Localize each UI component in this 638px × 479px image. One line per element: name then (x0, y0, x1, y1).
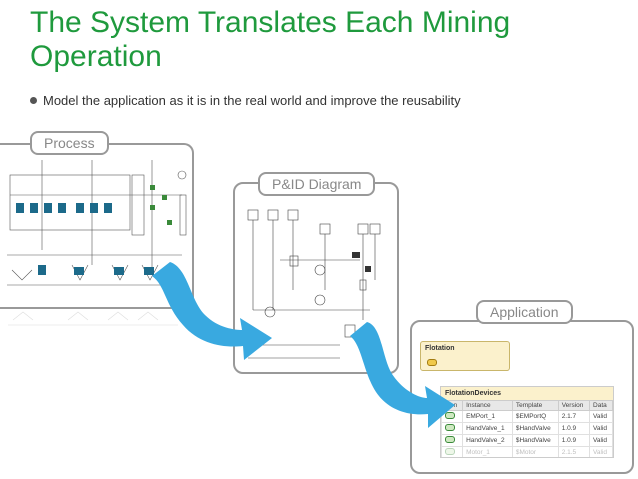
col-instance[interactable]: Instance (462, 400, 513, 411)
instance-cell: HandValve_1 (462, 422, 513, 435)
data-cell: Valid (589, 434, 613, 447)
col-version[interactable]: Version (557, 400, 591, 411)
table-row[interactable]: HandValve_2 $HandValve 1.0.9 Valid (441, 434, 613, 447)
instance-cell: EMPort_1 (462, 410, 513, 423)
table-row[interactable]: Motor_1 $Motor 2.1.5 Valid (441, 446, 613, 457)
bullet-icon (30, 97, 37, 104)
version-cell: 1.0.9 (557, 422, 591, 435)
devices-table: Icon Instance Template Version Data EMPo… (441, 400, 613, 457)
bullet-text: Model the application as it is in the re… (43, 93, 461, 108)
template-cell: $Motor (511, 446, 559, 457)
devices-title: FlotationDevices (441, 387, 613, 400)
table-row[interactable]: EMPort_1 $EMPortQ 2.1.7 Valid (441, 410, 613, 423)
template-cell: $HandValve (511, 422, 559, 435)
data-cell: Valid (589, 410, 613, 423)
instance-cell: Motor_1 (462, 446, 513, 457)
pid-label: P&ID Diagram (258, 172, 376, 196)
col-template[interactable]: Template (511, 400, 559, 411)
data-cell: Valid (589, 446, 613, 457)
flotation-node-title: Flotation (425, 345, 455, 352)
instance-cell: HandValve_2 (462, 434, 513, 447)
table-row[interactable]: HandValve_1 $HandValve 1.0.9 Valid (441, 422, 613, 435)
process-reflection (8, 311, 178, 326)
application-label: Application (476, 300, 573, 324)
template-cell: $EMPortQ (511, 410, 559, 423)
pid-diagram (247, 209, 381, 359)
col-data[interactable]: Data (589, 400, 613, 411)
process-label: Process (30, 131, 109, 155)
device-icon (445, 412, 455, 419)
version-cell: 2.1.7 (557, 410, 591, 423)
slide-title: The System Translates Each Mining Operat… (30, 6, 511, 73)
data-cell: Valid (589, 422, 613, 435)
process-flow-sheet (7, 160, 187, 286)
flotation-device-icon (427, 359, 437, 366)
device-icon (445, 436, 455, 443)
template-cell: $HandValve (511, 434, 559, 447)
device-icon (445, 424, 455, 431)
bullet-item: Model the application as it is in the re… (30, 93, 461, 108)
version-cell: 2.1.5 (557, 446, 591, 457)
flotation-node[interactable]: Flotation (420, 341, 510, 371)
devices-header-row: Icon Instance Template Version Data (441, 400, 613, 411)
version-cell: 1.0.9 (557, 434, 591, 447)
col-icon[interactable]: Icon (441, 400, 464, 411)
device-icon (445, 448, 455, 455)
devices-panel: FlotationDevices Icon Instance Template … (440, 386, 614, 458)
